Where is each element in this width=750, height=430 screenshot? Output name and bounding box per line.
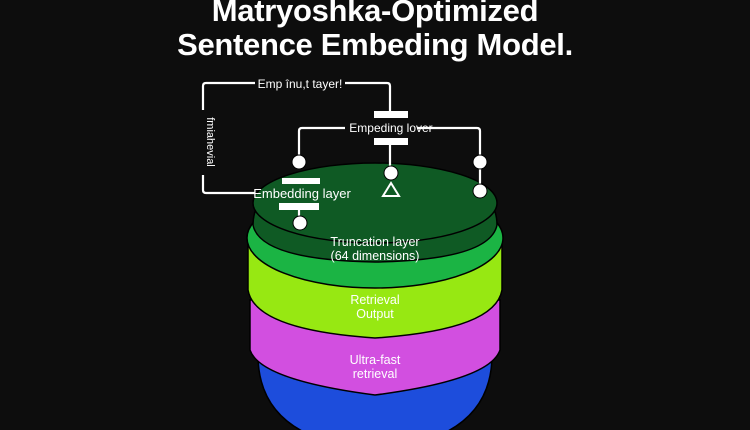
outer-bracket-line-bottom <box>201 175 255 195</box>
bar-top-2 <box>374 138 408 145</box>
truncation-label-line-1: Truncation layer <box>330 235 419 249</box>
retrieval-label-line-2: Output <box>356 307 394 321</box>
bar-left-2 <box>279 203 319 210</box>
top-right-line <box>345 81 392 113</box>
truncation-label-line-2: (64 dimensions) <box>331 249 420 263</box>
ultra-fast-label-line-1: Ultra-fast <box>350 353 401 367</box>
node-left-bottom <box>292 215 308 231</box>
bar-left-1 <box>282 178 320 184</box>
connector-lines <box>201 81 482 222</box>
ultra-fast-label-line-2: retrieval <box>353 367 397 381</box>
node-right-bottom <box>472 183 488 199</box>
title-line-2: Sentence Embeding Model. <box>177 27 573 62</box>
node-left-top <box>291 154 307 170</box>
middle-left-line <box>297 126 345 158</box>
top-connector-label: Emp înu,t tayer! <box>258 77 343 91</box>
connector-bars <box>279 111 408 210</box>
node-right-top <box>472 154 488 170</box>
retrieval-label-line-1: Retrieval <box>350 293 399 307</box>
bar-top-1 <box>374 111 408 118</box>
middle-connector-label: Empeding lover <box>349 121 432 135</box>
title-line-1: Matryoshka-Optimized <box>211 0 539 28</box>
left-connector-label: Embedding layer <box>253 186 351 201</box>
middle-right-line <box>417 126 482 190</box>
outer-bracket-line <box>201 81 255 110</box>
node-center <box>383 165 399 181</box>
vertical-label: fmiahevial <box>204 117 216 167</box>
triangle-icon <box>381 181 401 197</box>
connector-nodes <box>291 154 488 231</box>
